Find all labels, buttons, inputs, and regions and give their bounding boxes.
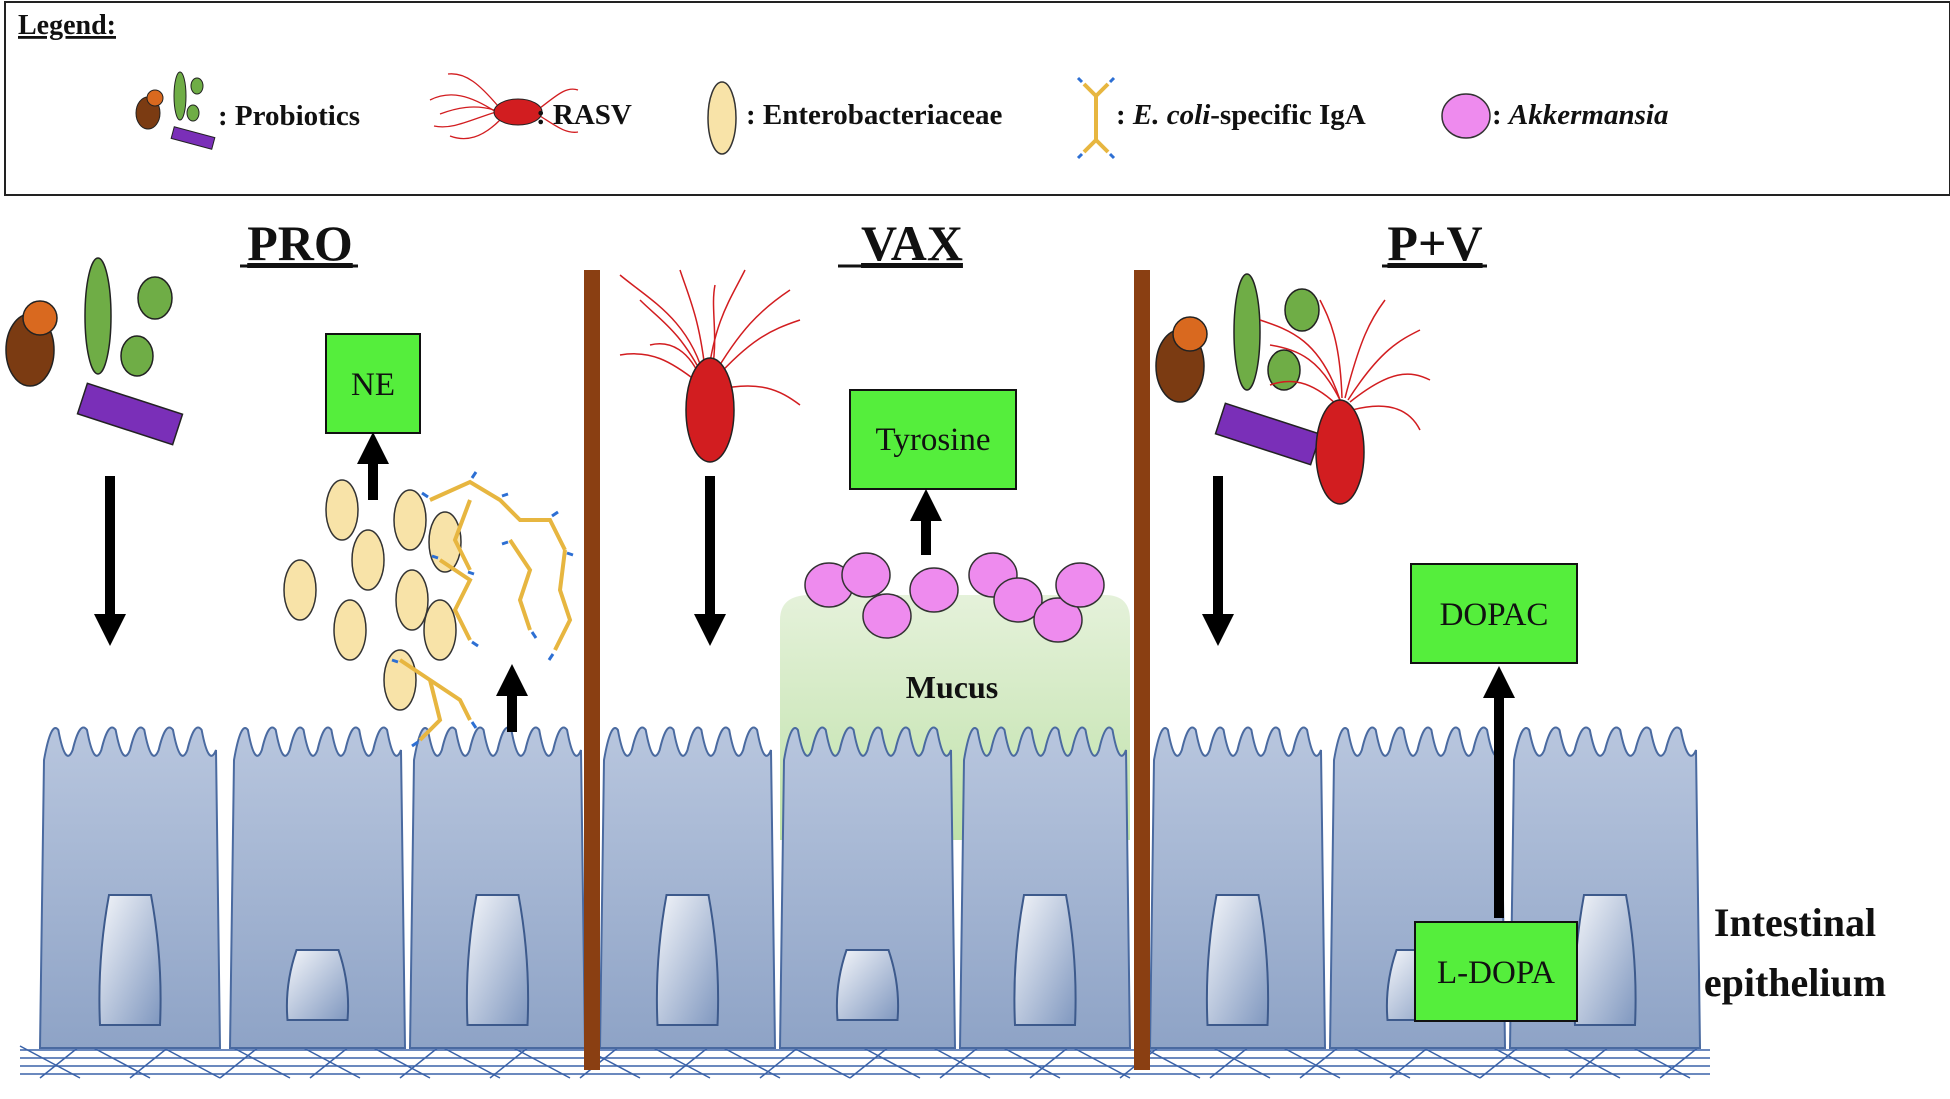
- pv-probiotics-cluster: [1155, 273, 1322, 466]
- epithelial-cell: [598, 726, 777, 1049]
- panel-title-pro: PRO: [247, 215, 353, 271]
- side-label-line1: Intestinal: [1714, 900, 1876, 945]
- enterobacteriaceae-cluster: [283, 479, 462, 711]
- iga-chain-cluster: [391, 471, 574, 748]
- pro-probiotics-cluster: [5, 257, 184, 446]
- akkermansia-legend-label: : Akkermansia: [1492, 99, 1668, 131]
- cell-nucleus: [655, 894, 720, 1026]
- svg-text:DOPAC: DOPAC: [1440, 597, 1549, 633]
- cell-nucleus: [98, 894, 162, 1026]
- iga-legend-label: : E. coli-specific IgA: [1116, 99, 1366, 131]
- rasv-legend-icon: [429, 73, 579, 140]
- basement-membrane: [19, 1045, 1710, 1079]
- epithelial-cell: [408, 726, 587, 1049]
- panel-divider-left: [584, 270, 600, 1070]
- svg-text:NE: NE: [351, 367, 395, 403]
- probiotics-legend-label: : Probiotics: [218, 100, 360, 132]
- ldopa-box: L-DOPA: [1414, 921, 1578, 1022]
- mucus-label: Mucus: [906, 669, 998, 705]
- cell-nucleus: [1205, 894, 1270, 1026]
- dopac-box: DOPAC: [1410, 563, 1578, 664]
- epithelial-cell: [958, 726, 1132, 1049]
- enterobacteriaceae-legend-label: : Enterobacteriaceae: [746, 99, 1002, 131]
- side-label-line2: epithelium: [1704, 960, 1886, 1005]
- epithelial-cell: [38, 726, 222, 1049]
- akkermansia-cluster: [804, 552, 1105, 643]
- legend: Legend: : Probiotics : RASV : Enterobact…: [4, 1, 1950, 196]
- enterobacteriaceae-legend-icon: [707, 81, 737, 155]
- tyrosine-box: Tyrosine: [849, 389, 1017, 490]
- cell-nucleus: [835, 949, 900, 1021]
- probiotics-legend-icon: [135, 71, 216, 150]
- cell-nucleus: [465, 894, 530, 1026]
- cell-nucleus: [285, 949, 350, 1021]
- panel-divider-right: [1134, 270, 1150, 1070]
- svg-text:L-DOPA: L-DOPA: [1437, 955, 1555, 991]
- epithelial-cell: [778, 726, 957, 1049]
- pv-rasv: [1259, 299, 1431, 505]
- ne-box: NE: [325, 333, 421, 434]
- vax-rasv: [619, 269, 801, 463]
- svg-text:Tyrosine: Tyrosine: [875, 422, 990, 458]
- epithelial-cell: [228, 726, 407, 1049]
- epithelial-cell: [1148, 726, 1327, 1049]
- iga-legend-icon: [1076, 76, 1116, 160]
- akkermansia-legend-icon: [1441, 93, 1491, 139]
- panel-title-vax: VAX: [861, 215, 963, 271]
- panel-title-pv: P+V: [1387, 215, 1482, 271]
- rasv-legend-label: : RASV: [536, 99, 632, 131]
- epithelial-cells: [38, 726, 1702, 1049]
- legend-title: Legend:: [18, 10, 116, 41]
- cell-nucleus: [1013, 894, 1077, 1026]
- cell-nucleus: [1573, 894, 1637, 1026]
- legend-frame: [4, 1, 1950, 196]
